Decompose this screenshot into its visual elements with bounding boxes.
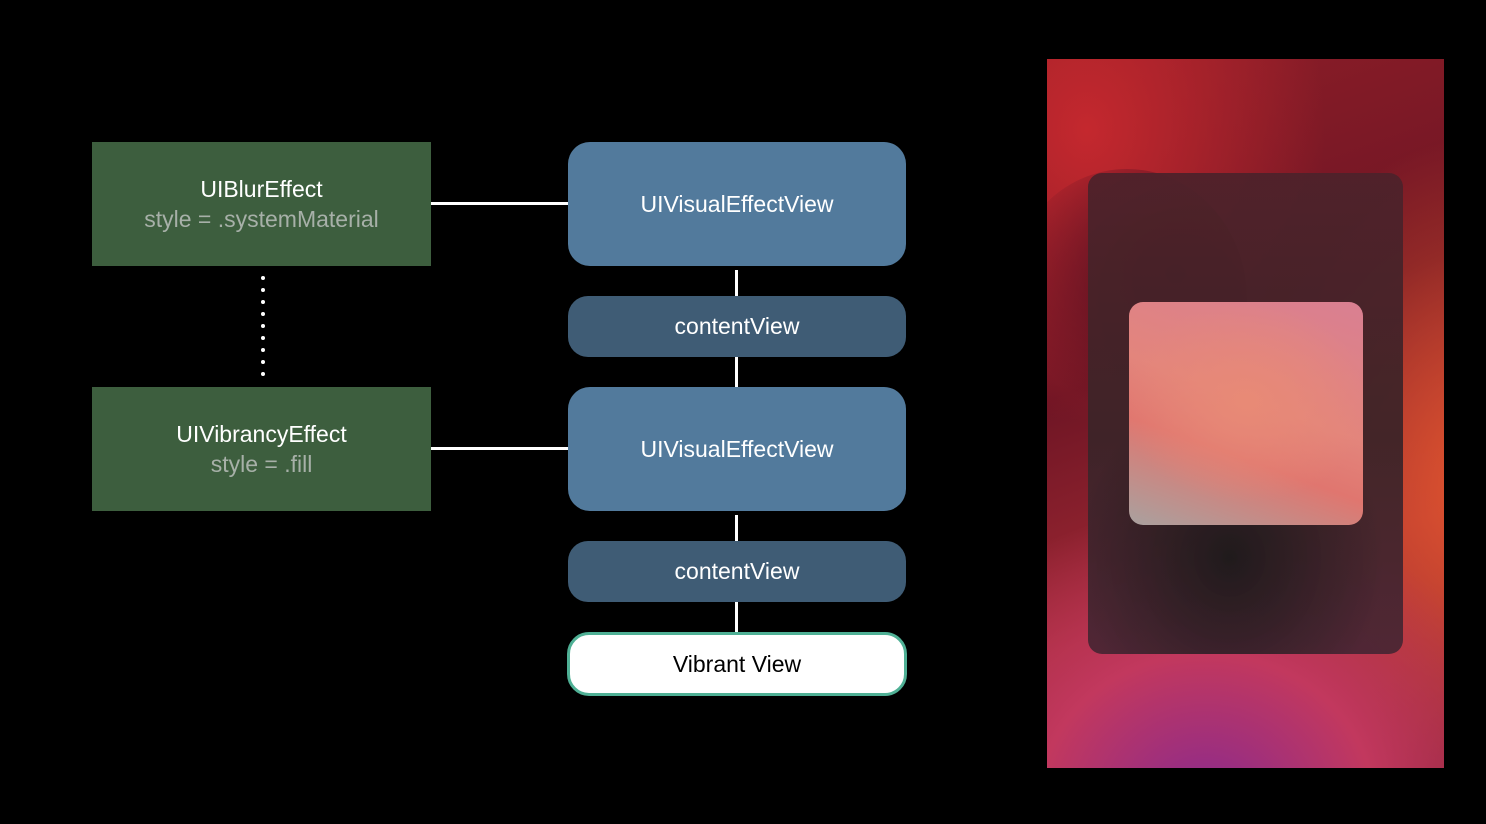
vibrant-view-label: Vibrant View — [672, 650, 802, 677]
blur-to-view-connector — [431, 202, 569, 205]
hierarchy-connector-2 — [735, 357, 738, 387]
content-view-vibrancy-label: contentView — [674, 558, 800, 584]
visual-effect-view-blur: UIVisualEffectView — [568, 142, 906, 266]
vibrant-view: Vibrant View — [567, 632, 907, 696]
hierarchy-connector-4 — [735, 602, 738, 632]
effect-preview-image — [1047, 59, 1444, 768]
vibrancy-effect-box: UIVibrancyEffect style = .fill — [92, 387, 431, 511]
effect-dotted-connector — [261, 276, 265, 380]
vibrancy-effect-title: UIVibrancyEffect — [176, 421, 347, 447]
hierarchy-connector-3 — [735, 515, 738, 541]
content-view-blur: contentView — [568, 296, 906, 357]
blur-effect-style: style = .systemMaterial — [144, 206, 379, 232]
content-view-vibrancy: contentView — [568, 541, 906, 602]
blur-effect-box: UIBlurEffect style = .systemMaterial — [92, 142, 431, 266]
visual-effect-view-blur-label: UIVisualEffectView — [640, 190, 834, 217]
vibrancy-effect-style: style = .fill — [210, 451, 313, 477]
vibrant-fill-square — [1129, 302, 1363, 525]
visual-effect-view-vibrancy: UIVisualEffectView — [568, 387, 906, 511]
hierarchy-connector-1 — [735, 270, 738, 296]
vibrancy-to-view-connector — [431, 447, 569, 450]
content-view-blur-label: contentView — [674, 313, 800, 339]
blur-effect-title: UIBlurEffect — [200, 176, 323, 202]
visual-effect-view-vibrancy-label: UIVisualEffectView — [640, 435, 834, 462]
